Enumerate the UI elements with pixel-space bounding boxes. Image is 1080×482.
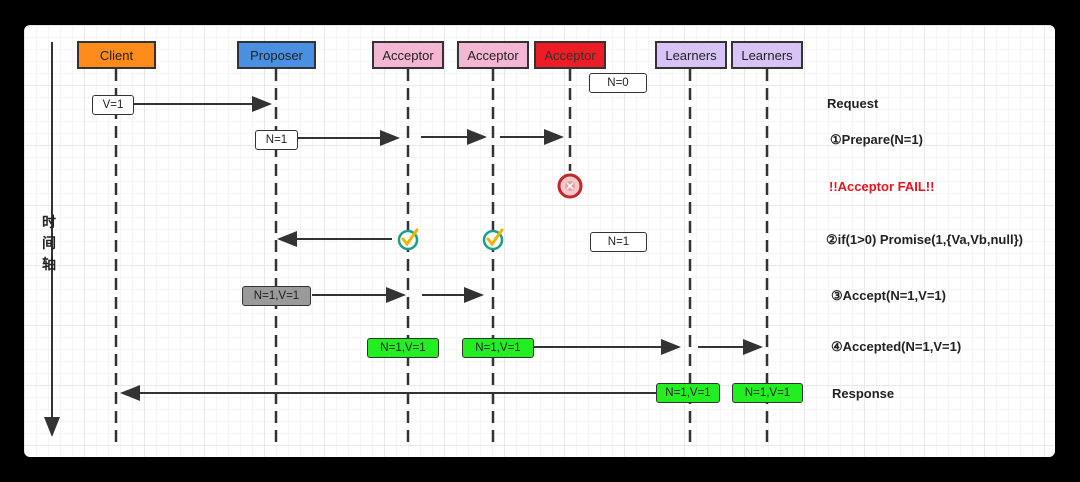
participant-acceptor-1: Acceptor xyxy=(372,41,444,69)
tag-nv-learner-2: N=1,V=1 xyxy=(732,383,803,403)
tag-n1-acceptor: N=1 xyxy=(590,232,647,252)
time-axis-char-3: 轴 xyxy=(42,256,56,272)
tag-nv-learner-1: N=1,V=1 xyxy=(656,383,720,403)
participant-proposer: Proposer xyxy=(237,41,316,69)
tag-v1: V=1 xyxy=(92,95,134,115)
tag-nv-acceptor-1: N=1,V=1 xyxy=(367,338,439,358)
participant-learner-1: Learners xyxy=(655,41,727,69)
step-response: Response xyxy=(832,386,895,401)
step-prepare: ①Prepare(N=1) xyxy=(830,132,923,147)
tag-nv-acceptor-2: N=1,V=1 xyxy=(462,338,534,358)
participant-client: Client xyxy=(77,41,156,69)
step-promise: ②if(1>0) Promise(1,{Va,Vb,null}) xyxy=(826,232,1023,247)
step-accept: ③Accept(N=1,V=1) xyxy=(831,288,946,303)
participant-learner-2: Learners xyxy=(731,41,803,69)
check-icon-acceptor-2 xyxy=(482,228,504,251)
time-axis-char-1: 时 xyxy=(42,214,56,230)
step-acceptor-fail: !!Acceptor FAIL!! xyxy=(829,179,935,194)
tag-n0: N=0 xyxy=(589,73,647,93)
time-axis-char-2: 间 xyxy=(42,235,56,251)
diagram-lines xyxy=(44,42,769,445)
fail-icon xyxy=(557,173,583,199)
participant-acceptor-3: Acceptor xyxy=(534,41,606,69)
step-accepted: ④Accepted(N=1,V=1) xyxy=(831,339,962,354)
step-request: Request xyxy=(827,96,879,111)
tag-nv-proposer: N=1,V=1 xyxy=(242,286,311,306)
sequence-diagram-canvas: 时 间 轴 Client Proposer Acceptor Acceptor … xyxy=(24,25,1055,457)
check-icon-acceptor-1 xyxy=(397,228,419,251)
tag-n1-proposer: N=1 xyxy=(255,130,298,150)
participant-acceptor-2: Acceptor xyxy=(457,41,529,69)
